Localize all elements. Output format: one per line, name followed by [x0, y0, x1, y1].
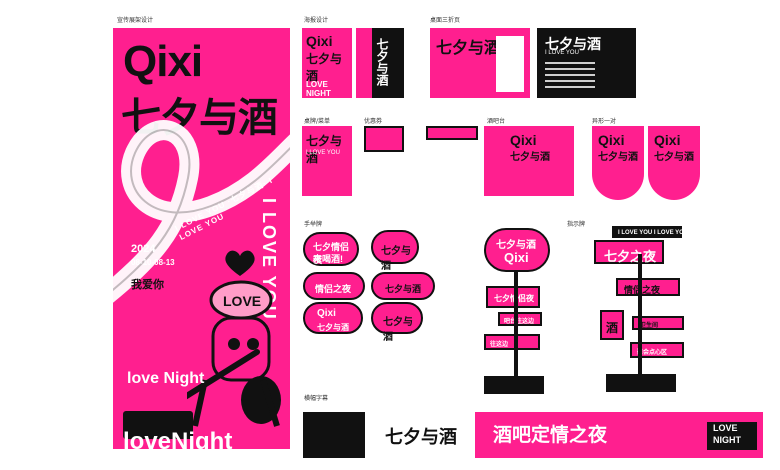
sign-right-drink-text: 酒	[606, 321, 619, 335]
handheld-6: 七夕与酒	[371, 302, 423, 343]
tent-card: 七夕与酒 I LOVE YOU	[302, 126, 352, 196]
label-set9: 横幅字幕	[304, 395, 329, 402]
main-love-night: love Night	[127, 370, 205, 387]
main-date: 2024	[131, 243, 156, 255]
main-love-cn: 我爱你	[131, 279, 164, 291]
sign-left-arrow-1-text: 吧台往这边	[504, 319, 535, 325]
handheld-1: 七夕情侣夜 来喝酒!	[303, 232, 359, 266]
label-set8: 指示牌	[567, 221, 586, 228]
sign-right-banner-text: I LOVE YOU I LOVE YOU	[618, 230, 689, 236]
shape-a: Qixi 七夕与酒	[592, 126, 644, 200]
handheld-6-text: 七夕与酒	[383, 317, 413, 343]
label-set3: 桌牌/菜单	[304, 118, 331, 125]
label-set1: 海报设计	[304, 17, 329, 24]
poster-b-title: 七夕与酒	[375, 38, 389, 86]
label-set7: 手举牌	[304, 221, 323, 228]
tent-sub: I LOVE YOU	[306, 150, 340, 156]
sign-right-food-text: 聚会点心区	[637, 350, 668, 356]
poster-thumb-a: Qixi 七夕与酒 LOVE NIGHT	[302, 28, 352, 98]
bar-title: Qixi	[510, 132, 537, 148]
sign-left-en: Qixi	[504, 250, 529, 265]
handheld-1-text1: 七夕情侣夜	[313, 242, 350, 265]
sign-right-banner: I LOVE YOU I LOVE YOU	[612, 226, 688, 238]
bottom-banner: 七夕与酒 酒吧定情之夜 LOVE NIGHT	[303, 412, 763, 458]
directional-sign-right: I LOVE YOU I LOVE YOU 七夕之夜 情侣之夜 酒 卫生间 聚会…	[594, 226, 690, 396]
sign-right-mid: 情侣之夜	[616, 278, 680, 296]
bar-stand: Qixi 七夕与酒	[484, 126, 574, 196]
poster-a-title: Qixi	[306, 33, 333, 49]
bar-sub: 七夕与酒	[510, 152, 550, 163]
sign-right-mid-text: 情侣之夜	[624, 285, 661, 295]
shape-a-title: Qixi	[598, 132, 625, 148]
sign-right-wc-text: 卫生间	[640, 323, 659, 329]
trifold-right: 七夕与酒 I LOVE YOU	[537, 28, 636, 98]
trifold-left: 七夕与酒	[430, 28, 530, 98]
handheld-5-text1: Qixi	[317, 308, 336, 319]
main-title-en: Qixi	[123, 37, 203, 86]
main-date-range: 08-10-08-13	[131, 258, 175, 267]
shape-b: Qixi 七夕与酒	[648, 126, 700, 200]
coupon-b	[426, 126, 478, 140]
label-set6: 异形一对	[592, 118, 617, 125]
banner-right-text-1: LOVE	[713, 423, 738, 433]
character-illustration: LOVE	[174, 278, 287, 428]
shape-b-sub: 七夕与酒	[654, 152, 694, 163]
svg-text:LOVE: LOVE	[223, 293, 261, 309]
banner-left-text: 七夕与酒	[385, 427, 457, 447]
handheld-1-text2: 来喝酒!	[313, 254, 343, 264]
shape-a-sub: 七夕与酒	[598, 152, 638, 163]
label-set2: 桌面三折页	[430, 17, 461, 24]
handheld-4-text: 七夕与酒	[385, 284, 422, 294]
trifold-title: 七夕与酒	[436, 40, 501, 57]
poster-a-sub: 七夕与酒	[306, 52, 343, 83]
main-poster: Qixi 七夕与酒 I LOVE YOU ·七夕与酒· I LOVE YOU 2…	[113, 28, 290, 449]
directional-sign-left: 七夕与酒 Qixi 七夕情侣夜 吧台往这边 往这边	[480, 228, 554, 396]
label-set4: 优惠券	[364, 118, 383, 125]
sign-left-cn: 七夕与酒	[496, 240, 536, 251]
ribbon-graphic	[113, 120, 290, 303]
handheld-2-text: 七夕与酒	[381, 246, 411, 272]
handheld-5: Qixi 七夕与酒	[303, 302, 363, 334]
sign-right-food: 聚会点心区	[630, 342, 684, 358]
sign-left-arrow-2: 往这边	[484, 334, 540, 350]
main-bottom-text: loveNight	[123, 428, 233, 450]
poster-a-love: LOVE NIGHT	[306, 80, 331, 98]
banner-right-text-2: NIGHT	[713, 435, 741, 445]
tent-title: 七夕与酒	[306, 134, 343, 165]
heart-icon	[223, 248, 257, 278]
sign-left-arrow-2-text: 往这边	[490, 342, 509, 348]
sign-left-mid: 七夕情侣夜	[486, 286, 540, 308]
sign-left-head: 七夕与酒 Qixi	[484, 228, 550, 272]
handheld-3-text: 情侣之夜	[315, 284, 352, 294]
handheld-3: 情侣之夜	[303, 272, 365, 300]
sign-right-drink: 酒	[600, 310, 624, 340]
sign-right-wc: 卫生间	[632, 316, 684, 330]
amp-icon	[123, 411, 193, 439]
coupon-a	[364, 126, 404, 152]
handheld-2: 七夕与酒	[371, 230, 419, 272]
label-main: 宣传展架设计	[117, 17, 154, 24]
label-set5: 酒吧台	[487, 118, 506, 125]
sign-left-arrow-1: 吧台往这边	[498, 312, 542, 326]
trifold-right-sub: I LOVE YOU	[545, 50, 579, 56]
handheld-5-text2: 七夕与酒	[317, 323, 349, 332]
handheld-4: 七夕与酒	[371, 272, 435, 300]
banner-center-text: 酒吧定情之夜	[493, 425, 608, 446]
trifold-right-title: 七夕与酒	[545, 36, 601, 52]
sign-right-top-text: 七夕之夜	[604, 249, 657, 264]
sign-right-top: 七夕之夜	[594, 240, 664, 264]
poster-thumb-b: 七夕与酒	[356, 28, 404, 98]
shape-b-title: Qixi	[654, 132, 681, 148]
